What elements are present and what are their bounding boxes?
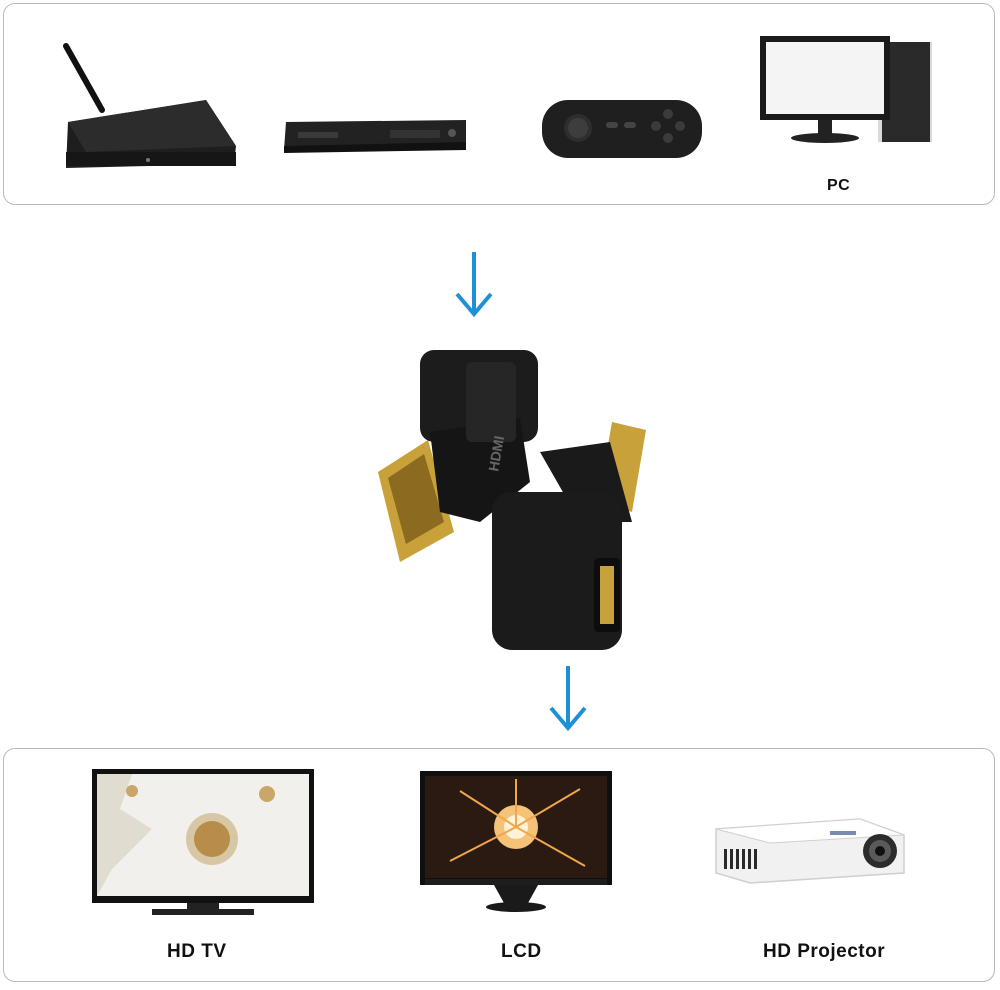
projector-icon <box>710 813 906 885</box>
hd-tv-label: HD TV <box>167 941 227 962</box>
hdmi-right-angle-adapter-icon: HDMI <box>370 322 670 662</box>
pc-label: PC <box>827 177 851 194</box>
dvd-player-icon <box>280 118 470 154</box>
arrow-down-icon <box>547 664 589 737</box>
router-icon <box>56 42 241 172</box>
tv-icon <box>92 769 314 919</box>
source-devices-panel: PC <box>3 3 995 205</box>
hd-projector-label: HD Projector <box>763 941 886 962</box>
lcd-monitor-icon <box>420 771 612 913</box>
gamepad-icon <box>540 96 704 164</box>
output-devices-panel: HD TV LCD <box>3 748 995 982</box>
lcd-label: LCD <box>501 941 542 962</box>
arrow-down-icon <box>453 250 495 323</box>
svg-text:HDMI: HDMI <box>485 435 507 473</box>
pc-icon <box>758 34 938 146</box>
